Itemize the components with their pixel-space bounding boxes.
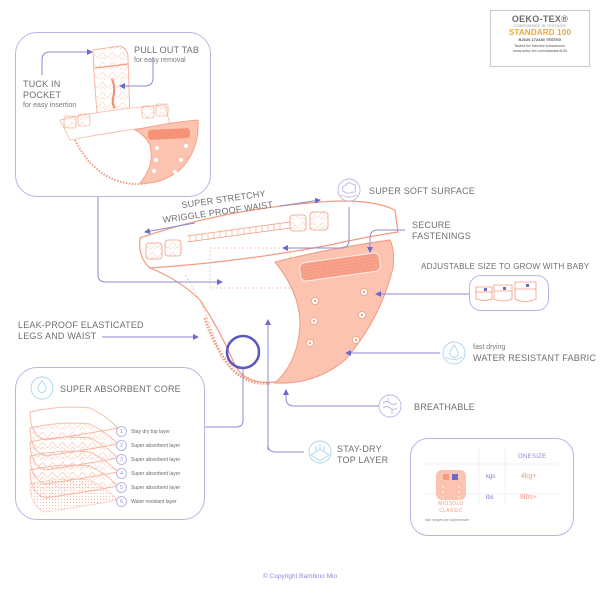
tuck-in-label-1: TUCK IN: [23, 79, 61, 89]
cert-code: BJ020 172430 TESTEX: [518, 37, 562, 42]
adjustable-label: ADJUSTABLE SIZE TO GROW WITH BABY: [421, 262, 590, 271]
cert-brand: OEKO-TEX®: [511, 14, 569, 24]
pocket-inset-panel: [15, 32, 211, 197]
miosolo-product-icon: [436, 470, 466, 500]
air-flow-icon: [378, 394, 402, 418]
tuck-in-label-2: POCKET: [23, 90, 62, 100]
layer-label: Super absorbent layer: [131, 470, 181, 477]
layer-label: Water resistant layer: [131, 498, 177, 505]
cert-note-2: www.oeko-tex.com/standard100: [512, 49, 568, 53]
layer-number: 1: [116, 426, 127, 437]
water-resistant-label: WATER RESISTANT FABRIC: [473, 353, 597, 363]
size-unit-kgs: kgs: [486, 474, 496, 480]
leak-proof-label-2: LEGS AND WAIST: [18, 331, 97, 341]
product-name-line-1: MIOSOLO: [438, 501, 464, 507]
fastenings-label-2: FASTENINGS: [412, 231, 472, 241]
cert-note-1: Tested for harmful substances.: [514, 44, 566, 48]
size-value-lbs: 8lbs+: [520, 494, 537, 501]
core-layer-5: 5 Super absorbent layer: [116, 482, 180, 493]
core-layer-6: 6 Water resistant layer: [116, 496, 177, 507]
leg-highlight-circle: [225, 334, 261, 370]
layer-label: Super absorbent layer: [131, 442, 181, 449]
water-resistant-subtitle: fast drying: [473, 344, 506, 351]
cert-standard: STANDARD 100: [508, 28, 572, 37]
layer-number: 4: [116, 468, 127, 479]
cloud-icon: [337, 178, 361, 202]
fastenings-label-1: SECURE: [412, 220, 451, 230]
product-name: MIOSOLO CLASSIC: [428, 501, 474, 515]
sizing-table-panel: [410, 438, 574, 536]
absorbent-core-panel: [15, 367, 205, 520]
layer-label: Super absorbent layer: [131, 484, 181, 491]
leak-proof-label-1: LEAK-PROOF ELASTICATED: [18, 320, 144, 330]
stay-dry-label-1: STAY-DRY: [337, 444, 382, 454]
cert-tagline: CONFIDENCE IN TEXTILES: [514, 24, 566, 28]
pull-out-tab-subtitle: for easy removal: [134, 57, 186, 64]
layer-number: 5: [116, 482, 127, 493]
absorbent-core-title: SUPER ABSORBENT CORE: [60, 384, 181, 394]
tuck-in-subtitle: for easy insertion: [23, 102, 77, 109]
product-name-line-2: CLASSIC: [439, 508, 463, 514]
size-column-header: ONESIZE: [518, 454, 547, 460]
layer-label: Super absorbent layer: [131, 456, 181, 463]
breathable-label: BREATHABLE: [414, 402, 475, 412]
layer-number: 6: [116, 496, 127, 507]
pull-out-tab-label: PULL OUT TAB: [134, 45, 200, 55]
stay-dry-label-2: TOP LAYER: [337, 455, 389, 465]
copyright-text: © Copyright Bambino Mio: [262, 573, 338, 580]
dry-surface-icon: [308, 440, 332, 464]
soft-surface-label: SUPER SOFT SURFACE: [369, 186, 475, 196]
pocket-diaper-inset: [59, 45, 199, 186]
water-drop-icon: [442, 341, 466, 365]
core-layer-3: 3 Super absorbent layer: [116, 454, 180, 465]
oeko-tex-badge: OEKO-TEX® CONFIDENCE IN TEXTILES STANDAR…: [490, 10, 590, 67]
adjustable-size-panel: [469, 275, 549, 311]
size-value-kgs: 4kg+: [521, 473, 537, 480]
main-diaper: [139, 200, 399, 385]
core-layer-4: 4 Super absorbent layer: [116, 468, 180, 479]
core-layer-1: 1 Stay dry top layer: [116, 426, 170, 437]
layer-label: Stay dry top layer: [131, 428, 170, 435]
size-unit-lbs: lbs: [486, 495, 494, 501]
core-layer-2: 2 Super absorbent layer: [116, 440, 180, 451]
layer-number: 3: [116, 454, 127, 465]
layer-number: 2: [116, 440, 127, 451]
size-footnote: size ranges are approximate: [425, 518, 470, 522]
